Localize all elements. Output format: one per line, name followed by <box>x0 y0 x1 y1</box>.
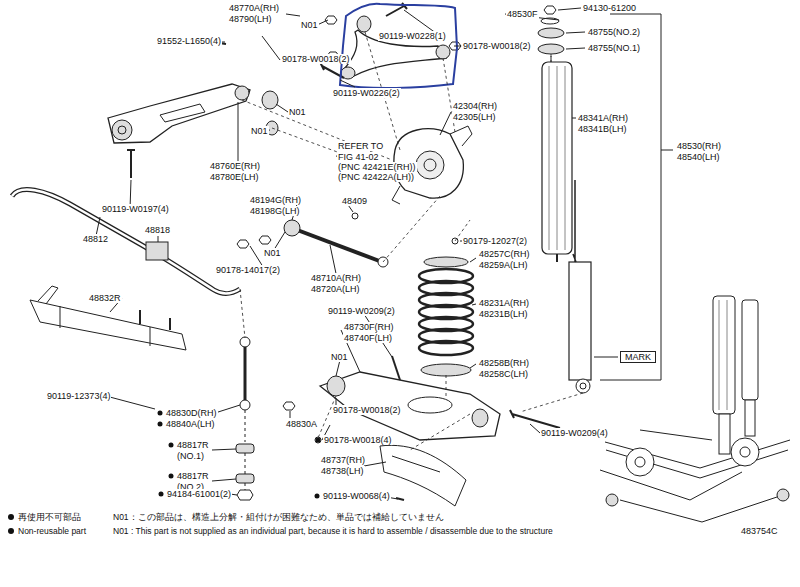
part-number: 48780E(LH) <box>209 172 260 182</box>
part-number: 48258B(RH) <box>478 358 530 368</box>
part-number: 48830A <box>285 419 318 429</box>
part-number: 90119-12373(4) <box>46 391 111 401</box>
part-number: 90119-W0068(4) <box>322 491 391 501</box>
mark-tag: MARK <box>620 351 656 363</box>
part-number: 90119-W0209(4) <box>540 428 609 438</box>
figure-number: 483754C <box>740 526 779 536</box>
part-number: 48830D(RH) <box>165 408 218 418</box>
part-number: 90178-W0018(2) <box>332 405 402 415</box>
part-number: 48259A(LH) <box>478 260 529 270</box>
part-number: 90178-W0018(2) <box>462 41 532 51</box>
part-number: (PNC 42422A(LH)) <box>337 172 415 182</box>
part-number: 48760E(RH) <box>209 161 261 171</box>
part-number: 48738(LH) <box>320 466 365 476</box>
legend-text: 再使用不可部品 <box>18 512 81 522</box>
part-number: 48737(RH) <box>320 455 366 465</box>
part-number: N01 <box>300 20 319 30</box>
part-number: 90119-W0226(2) <box>332 88 401 98</box>
part-number: 48258C(LH) <box>478 369 529 379</box>
part-number: 48730F(RH) <box>343 322 395 332</box>
part-number: REFER TO <box>337 141 384 151</box>
part-number: 48198G(LH) <box>249 206 301 216</box>
note-text: N01：この部品は、構造上分解・組付けが困難なため、単品では補給していません <box>112 512 445 522</box>
part-number: 48817R <box>176 440 210 450</box>
part-number: N01 <box>250 126 269 136</box>
part-number: 90119-W0209(2) <box>327 306 396 316</box>
part-number: 48710A(RH) <box>310 273 362 283</box>
part-number: (PNC 42421E(RH)) <box>337 162 417 172</box>
part-number: 94184-61001(2) <box>166 489 232 499</box>
part-number: N01 <box>288 107 307 117</box>
part-number: N01 <box>330 352 349 362</box>
part-number: 91552-L1650(4) <box>156 36 222 46</box>
part-number: 48540(LH) <box>676 152 721 162</box>
part-number: 48755(NO.1) <box>587 43 641 53</box>
part-number: 48530(RH) <box>676 141 722 151</box>
part-number: 48341A(RH) <box>577 113 629 123</box>
part-number: 90119-W0228(1) <box>378 31 447 41</box>
part-number: 48530F <box>506 9 539 19</box>
part-number: 48812 <box>82 234 109 244</box>
non-reusable-bullets <box>158 411 321 499</box>
part-number: 42304(RH) <box>452 101 498 111</box>
part-number: 90179-12027(2) <box>462 236 528 246</box>
legend-text: Non-reusable part <box>18 526 86 536</box>
legend-entry: 再使用不可部品 <box>8 512 81 522</box>
note-text: N01 : This part is not supplied as an in… <box>112 526 554 536</box>
part-number: 48755(NO.2) <box>587 27 641 37</box>
part-number: 42305(LH) <box>452 112 497 122</box>
part-number: 48720A(LH) <box>310 284 361 294</box>
part-number: 94130-61200 <box>582 3 637 13</box>
part-number: 90178-14017(2) <box>215 265 281 275</box>
bullet-swatch <box>8 528 14 534</box>
part-number: 48840A(LH) <box>165 419 216 429</box>
part-number: 48818 <box>144 225 171 235</box>
part-number: 48231A(RH) <box>478 298 530 308</box>
part-number: 48231B(LH) <box>478 309 529 319</box>
part-number: 48817R <box>176 471 210 481</box>
part-number: 48341B(LH) <box>577 124 628 134</box>
part-number: 90119-W0197(4) <box>101 204 170 214</box>
part-number: 90178-W0018(2) <box>281 54 351 64</box>
legend-entry: Non-reusable part <box>8 526 86 536</box>
part-number: 48740F(LH) <box>343 333 393 343</box>
part-number: 48790(LH) <box>228 14 273 24</box>
part-number: N01 <box>263 248 282 258</box>
part-number: 48257C(RH) <box>478 249 531 259</box>
bullet-swatch <box>8 514 14 520</box>
part-number: (NO.1) <box>176 451 205 461</box>
part-number: 48770A(RH) <box>228 3 280 13</box>
part-number: 48832R <box>88 293 122 303</box>
part-number: 48194G(RH) <box>249 195 302 205</box>
part-number: 90178-W0018(4) <box>323 435 393 445</box>
part-number: FIG 41-02 <box>337 152 380 162</box>
part-number: 48409 <box>341 196 368 206</box>
